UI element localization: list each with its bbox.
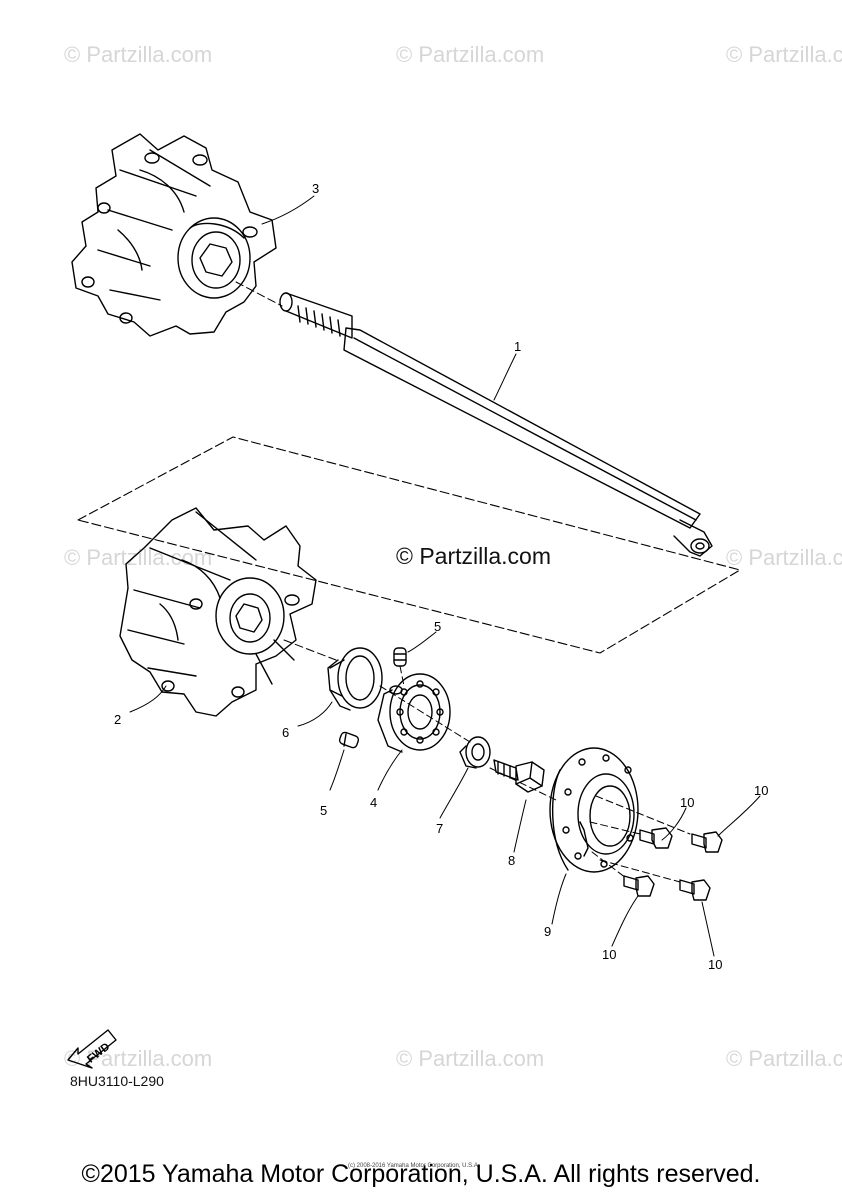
center-watermark: © Partzilla.com	[396, 543, 551, 569]
collar-part-6	[327, 647, 383, 711]
bearing-part-4	[377, 673, 451, 753]
copyright-footer: ©2015 Yamaha Motor Corporation, U.S.A. A…	[81, 1160, 761, 1188]
flange-bolt-part-10-b	[691, 831, 723, 853]
shaft-axis-lower	[283, 639, 337, 661]
sprocket-upper-part-3	[71, 133, 277, 337]
watermark-top-center: © Partzilla.com	[396, 42, 545, 67]
watermark-top-right: © Partzilla.com	[726, 42, 842, 67]
callout-10-d: 10	[708, 957, 722, 972]
callout-9: 9	[544, 924, 551, 939]
flange-bolt-part-10-a	[639, 827, 673, 849]
bearing-housing-part-9	[549, 747, 639, 873]
watermark-bottom-center: © Partzilla.com	[396, 1046, 545, 1071]
assembly-plane-outline	[77, 436, 741, 654]
callout-3: 3	[312, 181, 319, 196]
pin-part-5-lower	[338, 731, 360, 749]
spacer-part-7	[459, 736, 491, 769]
sprocket-lower-part-2	[119, 507, 317, 717]
flange-bolt-part-10-c	[623, 875, 655, 897]
watermark-top-left: © Partzilla.com	[64, 42, 213, 67]
callout-5-upper: 5	[434, 619, 441, 634]
callout-5-lower: 5	[320, 803, 327, 818]
bolt-part-8	[493, 759, 545, 793]
callout-7: 7	[436, 821, 443, 836]
fwd-arrow-icon	[67, 1029, 117, 1069]
callout-2: 2	[114, 712, 121, 727]
callout-10-a: 10	[680, 795, 694, 810]
watermark-mid-right: © Partzilla.com	[726, 545, 842, 570]
small-copyright: (c) 2008-2016 Yamaha Motor Corporation, …	[348, 1163, 480, 1169]
callout-10-c: 10	[602, 947, 616, 962]
callout-6: 6	[282, 725, 289, 740]
shaft-axis-upper	[235, 281, 283, 307]
pin-part-5-upper	[393, 647, 407, 667]
diagram-code: 8HU3110-L290	[70, 1073, 164, 1089]
flange-bolt-part-10-d	[679, 879, 711, 901]
callout-10-b: 10	[754, 783, 768, 798]
drive-shaft-part-1	[279, 292, 713, 557]
callout-1: 1	[514, 339, 521, 354]
callout-leaders	[129, 195, 761, 957]
callout-8: 8	[508, 853, 515, 868]
callout-4: 4	[370, 795, 377, 810]
watermark-bottom-right: © Partzilla.com	[726, 1046, 842, 1071]
watermark-mid-left: © Partzilla.com	[64, 545, 213, 570]
